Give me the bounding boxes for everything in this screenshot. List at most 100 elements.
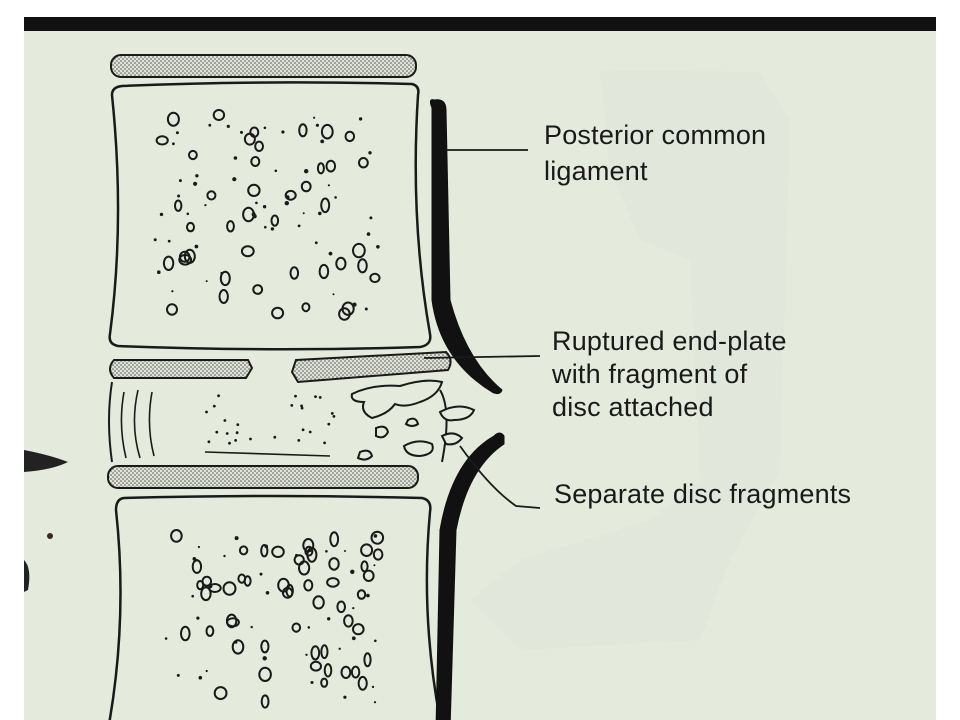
bone-pore bbox=[305, 653, 308, 656]
bone-pore bbox=[306, 546, 318, 563]
bone-pore bbox=[218, 289, 229, 304]
bone-pore bbox=[171, 290, 174, 293]
bone-pore bbox=[172, 142, 175, 146]
attached-disc-fragment bbox=[350, 379, 444, 420]
bone-pore bbox=[325, 159, 337, 173]
bone-pore bbox=[303, 579, 314, 592]
disc-dot bbox=[327, 422, 331, 426]
bone-pore bbox=[178, 253, 193, 266]
bone-pore bbox=[371, 685, 375, 689]
bone-pore bbox=[352, 242, 366, 259]
bone-pore bbox=[176, 673, 180, 677]
disc-nucleus-dots bbox=[205, 394, 336, 445]
label-posterior-ligament-line2: ligament bbox=[544, 156, 648, 186]
bone-pore bbox=[155, 135, 169, 146]
bone-pore bbox=[188, 149, 198, 161]
bone-pore bbox=[327, 184, 330, 187]
bone-pore bbox=[320, 197, 331, 214]
bone-pore bbox=[200, 586, 212, 602]
bone-pore bbox=[247, 183, 261, 197]
disc-dot bbox=[217, 394, 221, 398]
bone-pore bbox=[351, 571, 354, 575]
disc-annulus-lines bbox=[120, 389, 331, 459]
bone-pore bbox=[192, 557, 197, 561]
bone-pore bbox=[249, 126, 260, 138]
bone-pore bbox=[297, 224, 301, 228]
bone-pore bbox=[338, 647, 341, 650]
bone-pore bbox=[374, 639, 377, 643]
bone-pore bbox=[166, 111, 180, 127]
bone-pore bbox=[174, 199, 183, 212]
bone-pore bbox=[310, 681, 314, 684]
bone-pore bbox=[332, 293, 335, 296]
disc-fragment bbox=[375, 425, 390, 439]
bone-pore bbox=[369, 216, 373, 220]
bone-pore bbox=[226, 220, 235, 233]
bone-pore bbox=[298, 123, 308, 138]
label-posterior-ligament-line1: Posterior common bbox=[544, 120, 766, 150]
bone-pore bbox=[242, 206, 255, 223]
bone-pore bbox=[213, 686, 228, 701]
bone-pore bbox=[205, 625, 215, 637]
bone-pore bbox=[300, 180, 312, 193]
bone-pore bbox=[271, 545, 285, 558]
upper-vertebral-body bbox=[108, 81, 432, 351]
label-ruptured-end-plate: Ruptured end-plate with fragment of disc… bbox=[551, 326, 794, 422]
disc-dot bbox=[236, 423, 240, 426]
bone-pore bbox=[255, 201, 258, 205]
bone-pore bbox=[271, 306, 285, 320]
bone-pore bbox=[166, 303, 178, 316]
bone-pore bbox=[363, 652, 372, 668]
upper-end-plate bbox=[110, 54, 417, 78]
disc-dot bbox=[235, 431, 239, 435]
leader-line-fragments bbox=[459, 445, 541, 509]
bone-pore bbox=[323, 663, 333, 678]
bone-pore bbox=[162, 255, 175, 271]
disc-dot bbox=[294, 394, 297, 398]
bone-pore bbox=[364, 307, 368, 311]
bone-pore bbox=[343, 614, 354, 628]
bone-pore bbox=[252, 284, 264, 295]
bone-pore bbox=[343, 695, 347, 699]
disc-fragment bbox=[402, 440, 434, 458]
bone-pore bbox=[316, 162, 325, 175]
bone-pore bbox=[201, 575, 213, 587]
bone-pore bbox=[313, 116, 316, 119]
bone-pore bbox=[352, 623, 365, 636]
bone-pore bbox=[302, 212, 305, 215]
bone-pore bbox=[318, 211, 322, 216]
bone-pore bbox=[315, 123, 319, 127]
disc-dot bbox=[205, 410, 208, 414]
bone-pore bbox=[352, 302, 357, 307]
bone-pore bbox=[186, 212, 190, 216]
upper-bone-pores bbox=[153, 109, 381, 321]
bone-pore bbox=[327, 617, 331, 621]
bone-pore bbox=[366, 593, 370, 598]
bone-pore bbox=[312, 595, 325, 610]
label-ruptured-end-plate-line3: disc attached bbox=[552, 392, 714, 422]
bone-pore bbox=[262, 656, 267, 661]
bone-pore bbox=[195, 174, 199, 178]
bone-pore bbox=[357, 675, 368, 691]
bone-pore bbox=[372, 548, 384, 561]
bone-pore bbox=[301, 302, 311, 313]
bone-pore bbox=[326, 577, 340, 588]
bone-pore bbox=[310, 645, 321, 661]
bone-pore bbox=[222, 581, 237, 596]
disc-dot bbox=[212, 404, 216, 408]
bone-pore bbox=[167, 239, 171, 243]
disc-dot bbox=[301, 428, 305, 432]
bone-pore bbox=[344, 550, 346, 552]
bone-pore bbox=[254, 140, 265, 153]
bone-pore bbox=[260, 694, 270, 709]
disc-fragment bbox=[438, 405, 476, 422]
bone-pore bbox=[198, 675, 203, 680]
bone-pore bbox=[264, 225, 267, 229]
bone-pore bbox=[320, 644, 329, 660]
bone-pore bbox=[274, 169, 278, 173]
bone-pore bbox=[178, 250, 191, 263]
bone-pore bbox=[250, 156, 261, 167]
bone-pore bbox=[212, 109, 226, 121]
bone-pore bbox=[205, 280, 208, 283]
disc-dot bbox=[228, 441, 231, 445]
